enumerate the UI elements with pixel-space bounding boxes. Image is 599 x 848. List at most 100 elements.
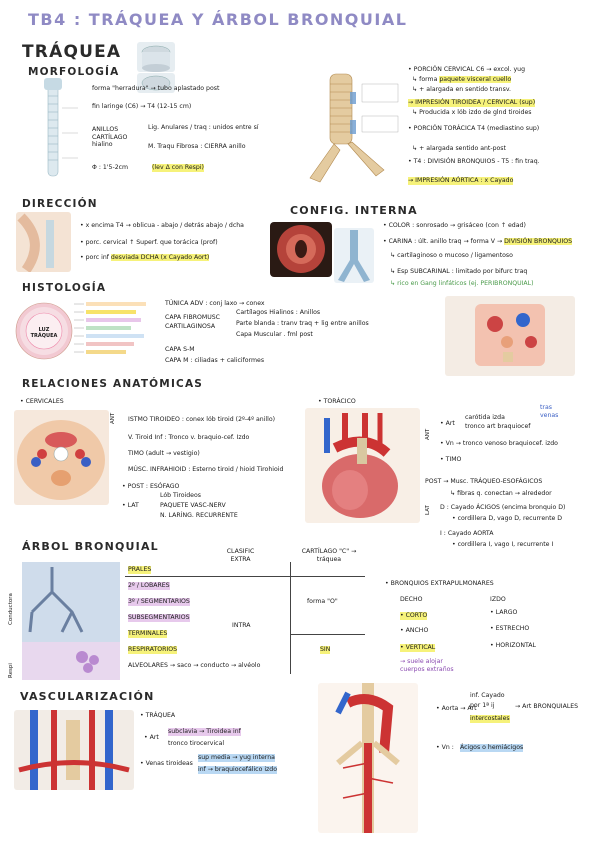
- neck-vessels-figure: [14, 710, 134, 790]
- rel-t-timo: • TIMO: [440, 456, 462, 463]
- rel-t-tras-venas: tras venas: [540, 404, 559, 419]
- section-histologia: HISTOLOGÍA: [22, 282, 107, 294]
- hist-tunica-adv: TÚNICA ADV : conj laxo → conex: [165, 300, 265, 307]
- hist-capa-m: CAPA M : ciliadas + caliciformes: [165, 357, 265, 364]
- arbol-divider-2: [290, 634, 365, 635]
- rel-musc-infrahioid: MÚSC. INFRAHIOID : Esterno tiroid / hioi…: [128, 466, 284, 473]
- bronquio-d-corto: • CORTO: [400, 612, 428, 620]
- vasc-cayado: inf. Cayado: [470, 692, 505, 699]
- bronquios-extrapulm: • BRONQUIOS EXTRAPULMONARES: [385, 580, 494, 587]
- section-traquea: TRÁQUEA: [22, 42, 122, 62]
- dir-cervical: • porc. cervical ↑ Superf. que torácica …: [80, 239, 218, 246]
- rel-t-art: • Art: [440, 420, 455, 427]
- rel-t-cord-d: • cordillera D, vago D, recurrente D: [452, 515, 563, 522]
- vasc-traquea: • TRÁQUEA: [140, 712, 176, 719]
- trachea-section-figure-2: [137, 73, 175, 93]
- mediastinum-figure: [445, 296, 575, 376]
- arbol-row-respiratorios: RESPIRATORIOS: [128, 646, 178, 654]
- rel-t-acigos: D : Cayado ÁCIGOS (encima bronquio D): [440, 504, 566, 511]
- arbol-row-subsegmentarios: SUBSEGMENTARIOS: [128, 614, 190, 622]
- section-direccion: DIRECCIÓN: [22, 198, 98, 210]
- bronquio-d-ancho: • ANCHO: [400, 627, 429, 634]
- arbol-row-segmentarios: 3º / SEGMENTARIOS: [128, 598, 190, 606]
- arbol-row-alveolares: ALVEOLARES → saco → conducto → alvéolo: [128, 662, 261, 669]
- cerv-forma: ↳ forma paquete visceral cuello: [412, 76, 512, 83]
- arbol-row-lobares: 2º / LOBARES: [128, 582, 170, 590]
- rel-cervicales: • CERVICALES: [20, 398, 64, 405]
- hist-cartilaginosa: CARTILAGINOSA: [165, 323, 216, 330]
- rel-ant2-label: ANT: [425, 428, 431, 440]
- section-relaciones: RELACIONES ANATÓMICAS: [22, 378, 204, 390]
- cerv-impresion: → IMPRESIÓN TIROIDEA / CERVICAL (sup): [408, 99, 536, 107]
- vasc-venas-inf: inf → braquiocefálico izdo: [198, 766, 278, 774]
- rel-toracico: • TORÁCICO: [318, 398, 356, 405]
- arbol-intra: INTRA: [232, 622, 251, 629]
- trachea-figure: [20, 78, 85, 178]
- bronchial-tree-figure: [22, 562, 120, 680]
- bronquio-i-horizontal: • HORIZONTAL: [490, 642, 536, 649]
- tor-division: • T4 : DIVISIÓN BRONQUIOS - T5 : fin tra…: [408, 158, 540, 165]
- vasc-intercostales: intercostales: [470, 715, 510, 723]
- arbol-respi: Respi: [8, 663, 14, 678]
- vasc-subclavia: subclavia → Tiroidea inf: [168, 728, 241, 736]
- rel-t-vn: • Vn → tronco venoso braquiocef. izdo: [440, 440, 558, 447]
- vasc-venas: • Venas tiroideas: [140, 760, 193, 767]
- rel-lat2-label: LAT: [425, 505, 431, 515]
- bronquio-cuerpos-extranos: → suele alojar cuerpos extraños: [400, 658, 454, 673]
- carina-figure: [334, 228, 374, 283]
- vasc-acigos: Ácigos o hemiácigos: [460, 744, 524, 752]
- tor-impresion-aortica: → IMPRESIÓN AÓRTICA : x Cayado: [408, 177, 514, 185]
- rel-laringeo: N. LARÍNG. RECURRENTE: [160, 512, 238, 519]
- bronquio-i-estrecho: • ESTRECHO: [490, 625, 530, 632]
- vasc-art: • Art: [144, 734, 159, 741]
- rel-ant-label: ANT: [110, 412, 116, 424]
- rel-timo: TIMO (adult → vestigio): [128, 450, 200, 457]
- morf-lig-anulares: Lig. Anulares / traq : unidos entre sí: [148, 124, 259, 131]
- vasc-venas-sup: sup media → yug interna: [198, 754, 275, 762]
- tor-alargada: ↳ + alargada sentido ant-post: [412, 145, 506, 152]
- bronchoscopy-figure: [270, 222, 332, 277]
- vasc-vn: • Vn :: [436, 744, 454, 751]
- trachea-impression-figure: [290, 70, 400, 185]
- histology-legend: [74, 300, 154, 360]
- vasc-tronco-tirocervical: tronco tirocervical: [168, 740, 225, 747]
- section-config-interna: CONFIG. INTERNA: [290, 204, 418, 217]
- arbol-sin: SIN: [320, 646, 331, 654]
- dir-oblicua: • x encima T4 → oblicua - abajo / detrás…: [80, 222, 244, 229]
- vasc-art-bronquiales: → Art BRONQUIALES: [515, 703, 579, 710]
- neck-section-figure: [14, 410, 109, 505]
- arbol-row-prales: PRALES: [128, 566, 152, 574]
- bronquio-d-vertical: • VERTICAL: [400, 644, 436, 652]
- morf-extension: fin laringe (C6) → T4 (12-15 cm): [92, 103, 192, 110]
- rel-istmo: ISTMO TIROIDEO : conex lób tiroid (2º-4º…: [128, 416, 276, 423]
- thorax-vessels-figure: [305, 408, 420, 523]
- dir-inferior: • porc inf desviada DCHA (x Cayado Aort): [80, 254, 210, 261]
- arbol-conductora: Conductora: [8, 593, 14, 625]
- cerv-alargada: ↳ + alargada en sentido transv.: [412, 86, 511, 93]
- rel-t-fibras: ↳ fibras q. conectan → alrededor: [450, 490, 552, 497]
- arbol-col-clasific: CLASIFIC EXTRA: [226, 548, 255, 563]
- rel-t-aorta: I : Cayado AORTA: [440, 530, 494, 537]
- arbol-divider-v: [290, 562, 291, 674]
- arbol-forma-o: forma "O": [307, 598, 338, 605]
- rel-t-tronco-art: tronco art braquiocef: [465, 423, 531, 430]
- section-morfologia: MORFOLOGÍA: [28, 66, 120, 78]
- bronquio-izdo: IZDO: [490, 596, 506, 603]
- rel-lat: • LAT: [122, 502, 139, 509]
- hist-fibromusc: CAPA FIBROMUSC: [165, 314, 221, 321]
- config-carina: • CARINA : últ. anillo traq → forma V → …: [383, 238, 573, 245]
- morf-anillos: ANILLOS CARTÍLAGO hialino: [92, 126, 128, 149]
- morf-forma: forma "herradura" → tubo aplastado post: [92, 85, 220, 92]
- hist-capa-muscular: Capa Muscular . fml post: [236, 331, 313, 338]
- arbol-col-cartilago: CARTÍLAGO "C" → tráquea: [301, 548, 357, 563]
- vasc-1a-ij: por 1ª ij: [470, 702, 495, 709]
- histology-center-label: LUZ TRÁQUEA: [30, 327, 58, 339]
- bronquio-decho: DECHO: [400, 596, 423, 603]
- section-vasc: VASCULARIZACIÓN: [20, 690, 155, 703]
- config-color: • COLOR : sonrosado → grisáceo (con ↑ ed…: [383, 222, 526, 229]
- config-subcarinal: ↳ Esp SUBCARINAL : limitado por bifurc t…: [390, 268, 528, 275]
- morf-musc-fibrosa: M. Traqu Fibrosa : CIERRA anillo: [148, 143, 246, 150]
- hist-cartilagos: Cartílagos Hialinos : Anillos: [236, 309, 321, 316]
- section-arbol: ÁRBOL BRONQUIAL: [22, 540, 159, 553]
- rel-paquete: PAQUETE VASC-NERV: [160, 502, 226, 509]
